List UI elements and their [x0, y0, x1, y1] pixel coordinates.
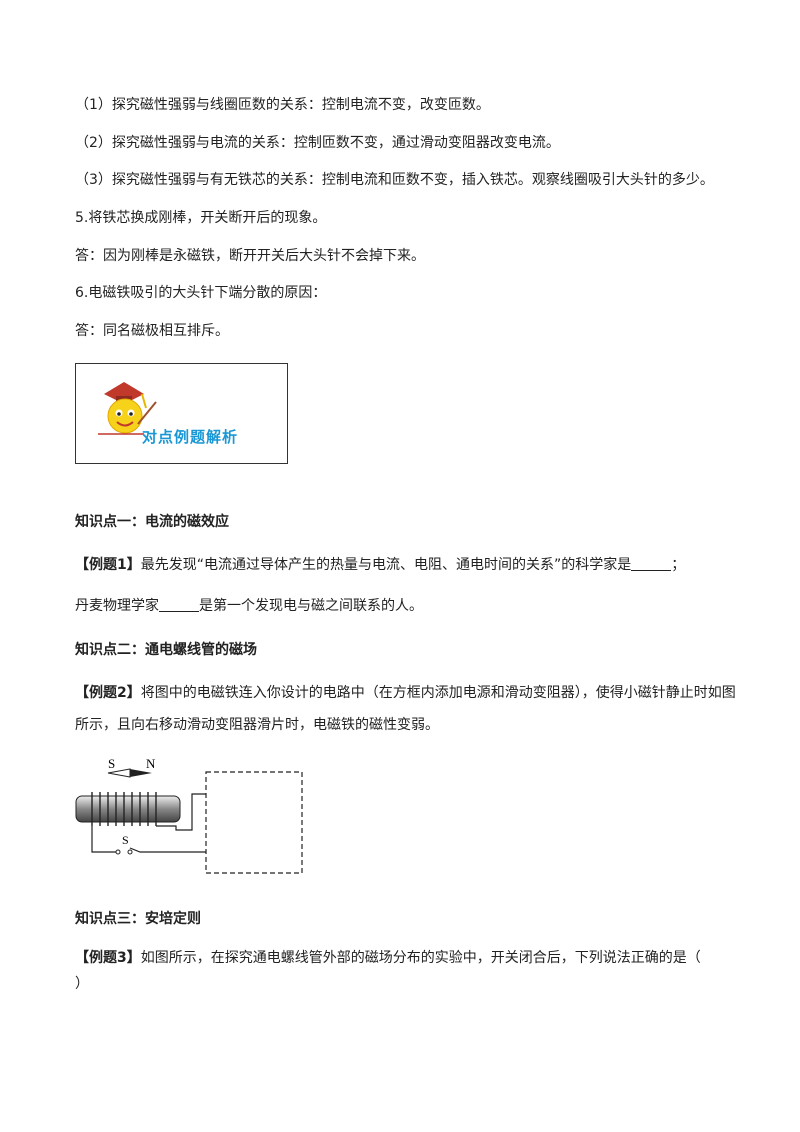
example-3-question: 【例题3】如图所示，在探究通电螺线管外部的磁场分布的实验中，开关闭合后，下列说法…	[75, 949, 701, 967]
text-line-7: 答：同名磁极相互排斥。	[75, 323, 229, 339]
compass-s-label: S	[108, 756, 115, 771]
question-text: 最先发现“电流通过导体产生的热量与电流、电阻、通电时间的关系”的科学家是	[140, 557, 632, 573]
example-1-question: 【例题1】最先发现“电流通过导体产生的热量与电流、电阻、通电时间的关系”的科学家…	[75, 556, 685, 574]
text-line-6: 6.电磁铁吸引的大头针下端分散的原因：	[75, 285, 327, 301]
section-heading-2: 知识点二：通电螺线管的磁场	[75, 642, 257, 658]
question-text: ；	[671, 557, 686, 573]
text-line-5: 答：因为刚棒是永磁铁，断开开关后大头针不会掉下来。	[75, 248, 425, 264]
example-1-question-cont: 丹麦物理学家 是第一个发现电与磁之间联系的人。	[75, 597, 423, 615]
compass-n-label: N	[146, 756, 156, 771]
example-tag: 【例题2】	[75, 685, 141, 701]
banner-title: 对点例题解析	[142, 428, 239, 446]
text-line-3: （3）探究磁性强弱与有无铁芯的关系：控制电流和匝数不变，插入铁芯。观察线圈吸引大…	[75, 172, 714, 188]
electromagnet-circuit-figure: S N S	[75, 756, 303, 874]
text-line-2: （2）探究磁性强弱与电流的关系：控制匝数不变，通过滑动变阻器改变电流。	[75, 135, 560, 151]
example-3-question-cont: ）	[75, 976, 89, 992]
answer-blank[interactable]	[159, 597, 199, 612]
section-banner	[75, 363, 288, 464]
example-tag: 【例题3】	[75, 950, 141, 966]
question-text: 丹麦物理学家	[75, 598, 159, 614]
answer-blank[interactable]	[631, 556, 672, 571]
question-text: 将图中的电磁铁连入你设计的电路中（在方框内添加电源和滑动变阻器），使得小磁针静止…	[140, 685, 736, 701]
example-2-question: 【例题2】将图中的电磁铁连入你设计的电路中（在方框内添加电源和滑动变阻器），使得…	[75, 684, 736, 702]
example-tag: 【例题1】	[75, 557, 141, 573]
section-heading-3: 知识点三：安培定则	[75, 911, 201, 927]
dashed-design-box	[205, 771, 303, 874]
section-heading-1: 知识点一：电流的磁效应	[75, 514, 229, 530]
mascot-icon	[98, 382, 157, 435]
switch-label: S	[122, 833, 129, 847]
question-text: 是第一个发现电与磁之间联系的人。	[199, 598, 423, 614]
question-text: 如图所示，在探究通电螺线管外部的磁场分布的实验中，开关闭合后，下列说法正确的是（	[140, 950, 701, 966]
text-line-1: （1）探究磁性强弱与线圈匝数的关系：控制电流不变，改变匝数。	[75, 97, 490, 113]
text-line-4: 5.将铁芯换成刚棒，开关断开后的现象。	[75, 210, 327, 226]
example-2-question-cont: 所示，且向右移动滑动变阻器滑片时，电磁铁的磁性变弱。	[75, 717, 439, 733]
